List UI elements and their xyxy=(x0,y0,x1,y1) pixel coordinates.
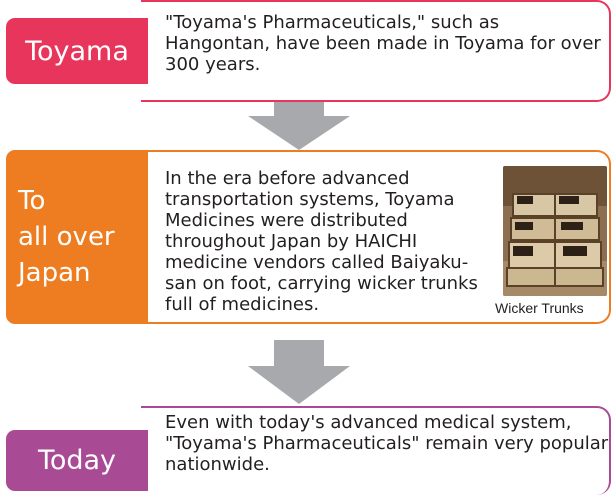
step-description: In the era before advanced transportatio… xyxy=(165,168,478,315)
down-arrow-icon xyxy=(248,102,350,150)
step-label-box: Today xyxy=(6,430,148,491)
step-label-line: all over xyxy=(18,222,115,252)
photo-caption: Wicker Trunks xyxy=(495,300,584,316)
wicker-trunks-photo xyxy=(503,166,607,296)
step-today: Today Even with today's advanced medical… xyxy=(6,406,611,495)
step-content-box: In the era before advanced transportatio… xyxy=(141,150,611,324)
step-description: "Toyama's Pharmaceuticals," such as Hang… xyxy=(165,12,601,75)
step-label-box: Toyama xyxy=(6,18,148,84)
step-label: Toyama xyxy=(25,35,129,67)
step-label-box: To all over Japan xyxy=(6,150,148,324)
step-content-box: Even with today's advanced medical syste… xyxy=(141,406,611,495)
step-label: Today xyxy=(37,445,117,476)
step-toyama: Toyama "Toyama's Pharmaceuticals," such … xyxy=(6,0,611,102)
down-arrow-icon xyxy=(248,340,350,404)
step-label-line: To xyxy=(18,186,46,216)
step-label-line: Japan xyxy=(18,258,91,288)
step-description: Even with today's advanced medical syste… xyxy=(165,412,609,475)
step-content-box: "Toyama's Pharmaceuticals," such as Hang… xyxy=(141,0,611,102)
step-all-over-japan: To all over Japan In the era before adva… xyxy=(6,150,611,324)
